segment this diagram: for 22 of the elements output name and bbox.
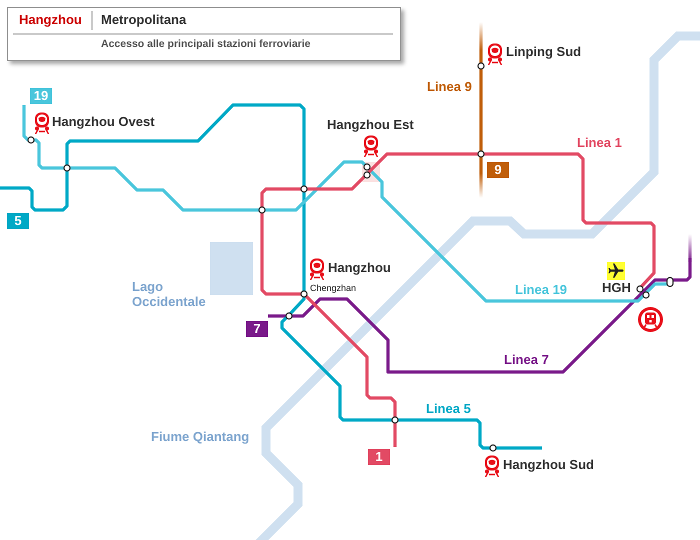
station-name: Hangzhou Est [327, 118, 414, 132]
line-number-badge: 5 [7, 213, 29, 229]
station-name: HGH [602, 280, 631, 296]
line-name: Linea 9 [427, 80, 472, 94]
station-name: Hangzhou [328, 260, 391, 276]
line-name: Linea 19 [515, 282, 568, 298]
line-number-badge: 1 [368, 449, 390, 465]
river-name: Fiume Qiantang [151, 430, 250, 444]
map-title: Metropolitana [101, 12, 186, 28]
line-number-badge: 7 [246, 321, 268, 337]
line-name: Linea 5 [426, 402, 471, 416]
city-name: Hangzhou [19, 12, 82, 28]
line-number-badge: 19 [30, 88, 52, 104]
station-name: Hangzhou Ovest [52, 114, 155, 130]
map-subtitle: Accesso alle principali stazioni ferroviarie [101, 38, 311, 50]
line-number-badge: 9 [487, 162, 509, 178]
station-subname: Chengzhan [310, 283, 356, 294]
station-name: Linping Sud [506, 44, 582, 60]
lake-name: Lago Occidentale [132, 278, 207, 308]
station-name: Hangzhou Sud [503, 458, 594, 472]
line-name: Linea 1 [577, 136, 622, 150]
line-name: Linea 7 [504, 352, 549, 368]
